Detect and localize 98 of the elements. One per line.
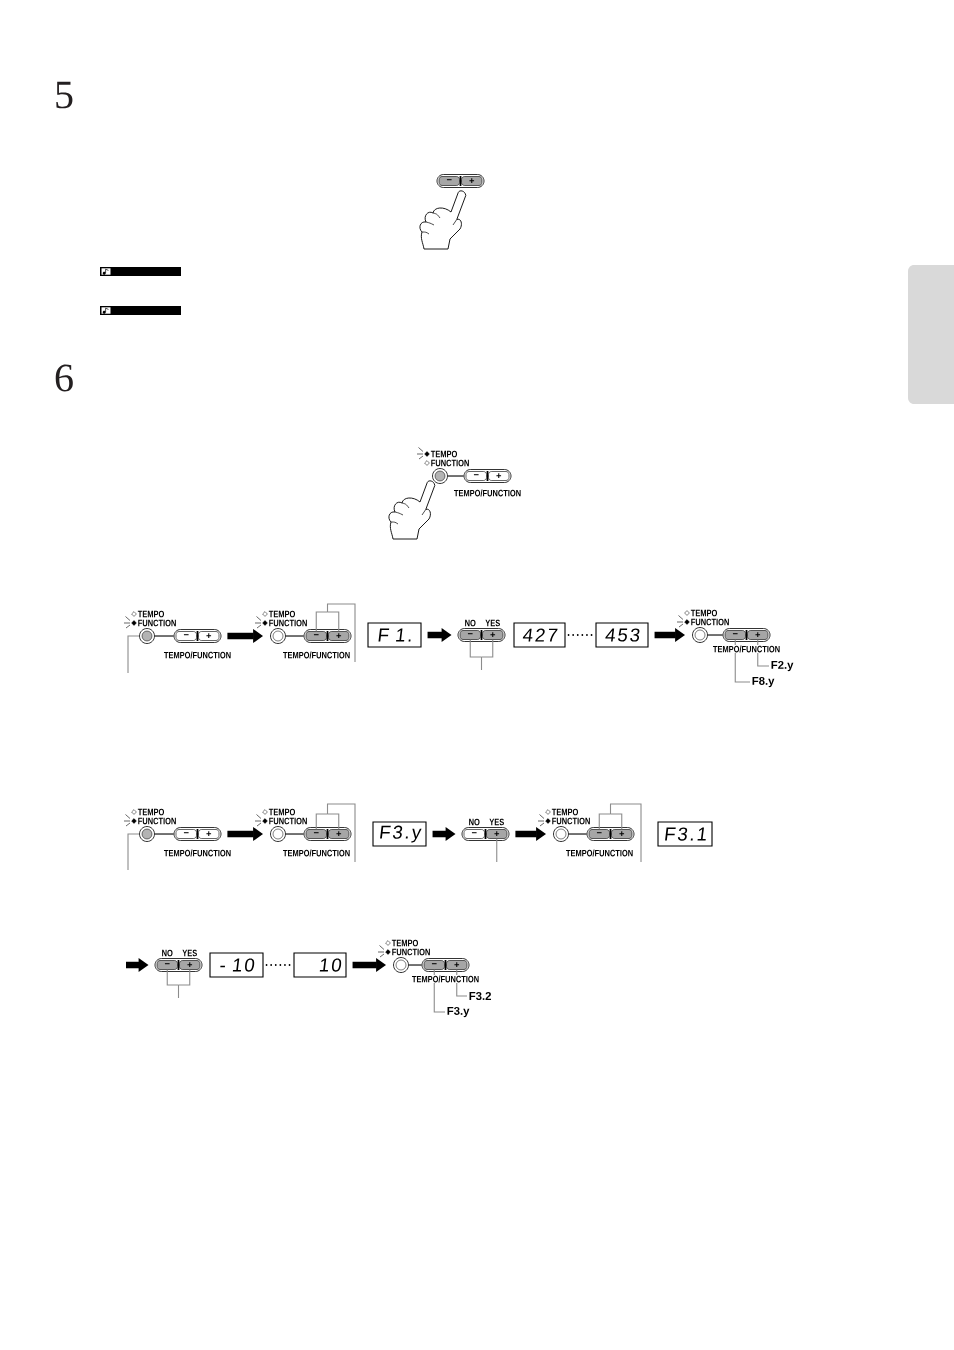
minus-key: − [175, 631, 197, 641]
button-caption: TEMPO/FUNCTION [163, 848, 232, 858]
round-button [432, 468, 448, 484]
button-caption: TEMPO/FUNCTION [163, 650, 232, 660]
button-caption: TEMPO/FUNCTION [453, 488, 522, 498]
callout-label: F3.2 [469, 992, 491, 1001]
connector-line [154, 635, 175, 637]
round-button [139, 826, 155, 842]
button-caption: TEMPO/FUNCTION [411, 974, 480, 984]
indicator-label: FUNCTION [392, 948, 430, 956]
indicator-label: FUNCTION [138, 817, 176, 825]
lcd-display: 10 [293, 952, 347, 978]
callout-label: F8.y [752, 676, 775, 688]
bracket-line [166, 969, 191, 999]
lcd-display: F3.1 [657, 821, 713, 847]
dotted-line [265, 964, 292, 966]
minus-key: − [156, 960, 178, 970]
connector-line [408, 964, 423, 966]
plus-key: + [328, 829, 350, 839]
indicator-label: TEMPO [137, 808, 164, 816]
indicator-label: FUNCTION [269, 817, 307, 825]
plus-key: + [461, 176, 483, 186]
round-button [553, 826, 569, 842]
minus-key: − [724, 630, 746, 640]
key-label: NO [469, 818, 480, 826]
key-label: NO [465, 619, 476, 627]
side-tab [908, 265, 954, 404]
lcd-display: - 10 [209, 952, 264, 978]
lcd-display: 453 [595, 622, 649, 648]
indicator-label: TEMPO [268, 610, 295, 618]
step-number: 6 [55, 364, 73, 392]
round-button [270, 628, 286, 644]
plus-key: + [198, 631, 220, 641]
connector-line [285, 833, 305, 835]
lcd-display: 427 [513, 622, 566, 648]
button-caption: TEMPO/FUNCTION [565, 848, 634, 858]
bracket-line [598, 803, 642, 863]
plus-key: + [446, 960, 468, 970]
button-caption: TEMPO/FUNCTION [712, 644, 781, 654]
round-button [393, 957, 409, 973]
connector-line [285, 635, 305, 637]
callout-label: F3.y [447, 1006, 470, 1018]
indicator-label: TEMPO [690, 609, 717, 617]
button-caption: TEMPO/FUNCTION [282, 848, 351, 858]
indicator-label: FUNCTION [431, 459, 469, 467]
dotted-line [567, 634, 594, 636]
connector-line [707, 634, 724, 636]
round-button [139, 628, 155, 644]
round-button [270, 826, 286, 842]
plus-key: + [328, 631, 350, 641]
leader-line [433, 969, 446, 1013]
minus-key: − [459, 630, 481, 640]
indicator-label: FUNCTION [269, 619, 307, 627]
minus-key: − [423, 960, 445, 970]
plus-key: + [747, 630, 769, 640]
minus-key: − [438, 176, 460, 186]
indicator-label: TEMPO [430, 450, 457, 458]
plus-key: + [482, 630, 504, 640]
key-label: YES [182, 949, 197, 957]
bracket-line [315, 803, 356, 863]
lcd-display: F3.y [372, 821, 427, 847]
minus-key: − [305, 829, 327, 839]
indicator-label: TEMPO [268, 808, 295, 816]
callout-label: F2.y [771, 660, 794, 672]
connector-line [568, 833, 588, 835]
leader-line [127, 833, 140, 871]
connector-line [154, 833, 175, 835]
indicator-label: FUNCTION [691, 618, 729, 626]
indicator-label: TEMPO [391, 939, 418, 947]
indicator-label: FUNCTION [138, 619, 176, 627]
plus-key: + [198, 829, 220, 839]
indicator-label: FUNCTION [552, 817, 590, 825]
indicator-label: TEMPO [137, 610, 164, 618]
key-label: YES [485, 619, 500, 627]
step-number: 5 [56, 81, 73, 109]
leader-line [734, 639, 751, 683]
connector-line [447, 475, 465, 477]
key-label: YES [489, 818, 504, 826]
bracket-line [315, 603, 356, 663]
minus-key: − [175, 829, 197, 839]
minus-key: − [305, 631, 327, 641]
leader-line [496, 838, 498, 863]
leader-line [456, 969, 468, 997]
plus-key: + [179, 960, 201, 970]
plus-key: + [611, 829, 633, 839]
indicator-label: TEMPO [551, 808, 578, 816]
plus-key: + [488, 471, 510, 481]
leader-line [127, 635, 140, 674]
plus-key: + [486, 829, 508, 839]
key-label: NO [162, 949, 173, 957]
minus-key: − [465, 471, 487, 481]
round-button [692, 627, 708, 643]
minus-key: − [588, 829, 610, 839]
bracket-line [469, 639, 494, 671]
lcd-display: F 1. [367, 622, 422, 648]
button-caption: TEMPO/FUNCTION [282, 650, 351, 660]
minus-key: − [463, 829, 485, 839]
leader-line [757, 639, 770, 667]
